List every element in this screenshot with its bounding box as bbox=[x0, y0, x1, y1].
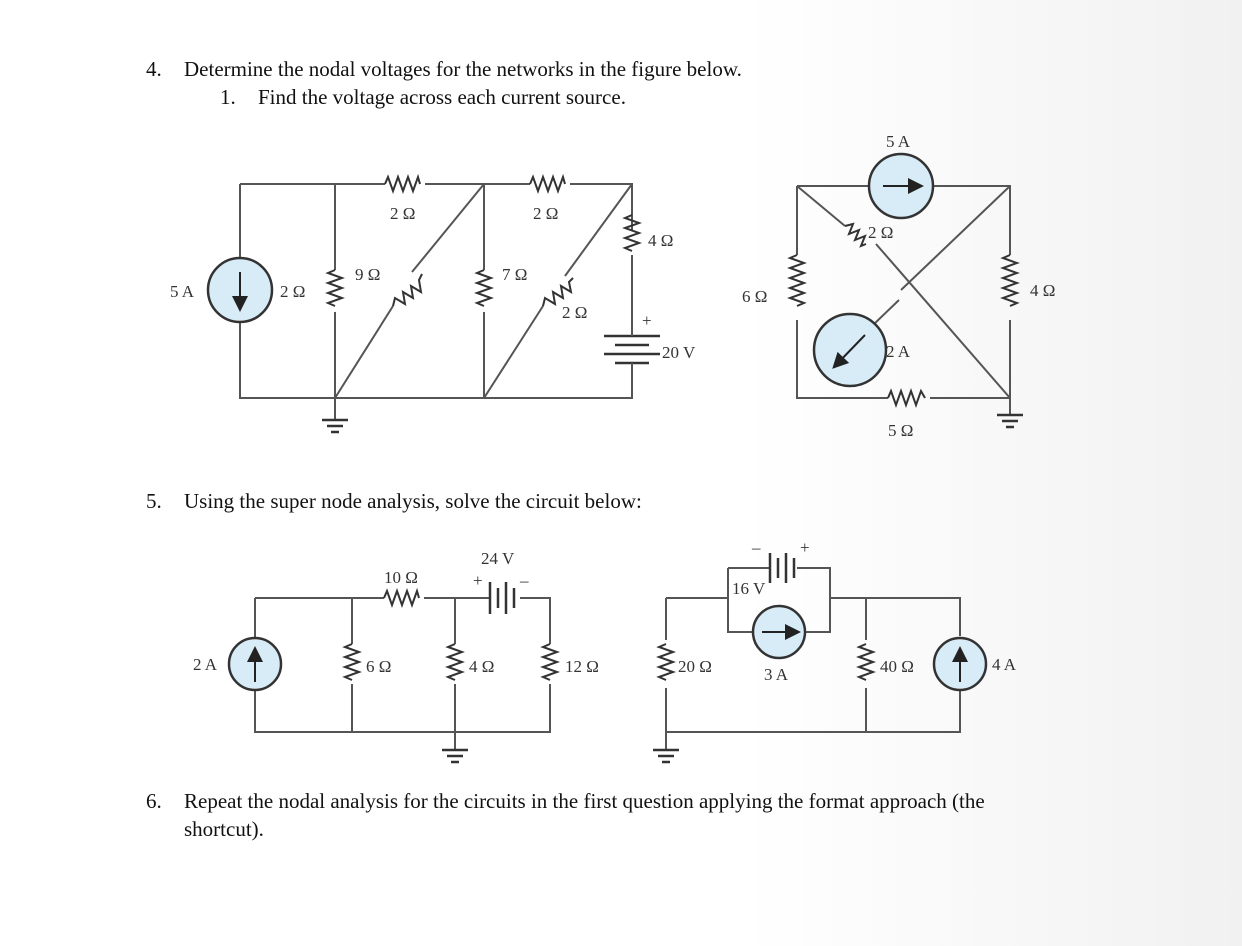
question-4-subitem: 1. Find the voltage across each current … bbox=[220, 83, 1020, 113]
question-number: 5. bbox=[146, 489, 162, 513]
polarity-minus: – bbox=[751, 538, 761, 557]
resistor-label: 2 Ω bbox=[868, 223, 893, 242]
question-number: 6. bbox=[146, 789, 162, 813]
question-number: 4. bbox=[146, 57, 162, 81]
question-6: 6. Repeat the nodal analysis for the cir… bbox=[146, 787, 1146, 847]
arrow-down-left-icon bbox=[832, 334, 866, 369]
resistor-label: 9 Ω bbox=[355, 265, 380, 284]
subitem-number: 1. bbox=[220, 85, 236, 109]
resistor-label: 20 Ω bbox=[678, 657, 712, 676]
circuit-d: 20 Ω 16 V + – 3 A 40 Ω 4 A bbox=[653, 538, 1017, 764]
resistor-left-2ohm bbox=[325, 269, 345, 307]
resistor-4ohm bbox=[445, 643, 465, 681]
resistor-left-6ohm bbox=[787, 254, 807, 307]
source-label: 2 A bbox=[886, 342, 911, 361]
wire bbox=[254, 597, 551, 733]
source-label: 5 A bbox=[170, 282, 195, 301]
question-4: 4. Determine the nodal voltages for the … bbox=[146, 55, 1046, 115]
resistor-6ohm bbox=[342, 643, 362, 681]
wire bbox=[665, 597, 961, 750]
resistor-label: 4 Ω bbox=[1030, 281, 1055, 300]
question-text: Determine the nodal voltages for the net… bbox=[184, 57, 742, 81]
question-text: Using the super node analysis, solve the… bbox=[184, 489, 642, 513]
resistor-20ohm bbox=[656, 643, 676, 681]
resistor-label: 40 Ω bbox=[880, 657, 914, 676]
resistor-top-2 bbox=[529, 173, 566, 194]
resistor-label: 2 Ω bbox=[280, 282, 305, 301]
source-label: 4 A bbox=[992, 655, 1017, 674]
resistor-label: 10 Ω bbox=[384, 568, 418, 587]
battery-label: 16 V bbox=[732, 579, 766, 598]
circuit-a: 5 A 2 Ω 2 Ω 2 Ω 9 Ω 7 Ω 2 Ω 4 Ω 20 V + bbox=[170, 173, 696, 434]
battery-20v bbox=[604, 310, 660, 375]
circuit-b: 5 A 6 Ω 2 Ω 4 Ω 2 A 5 Ω bbox=[742, 132, 1055, 440]
wire bbox=[334, 183, 633, 399]
wire bbox=[727, 567, 867, 732]
source-label: 2 A bbox=[193, 655, 218, 674]
circuit-c: 2 A 10 Ω 24 V + – 6 Ω 4 Ω 12 Ω bbox=[193, 549, 599, 764]
source-label: 5 A bbox=[886, 132, 911, 151]
ground-symbol bbox=[322, 418, 348, 434]
resistor-diag-2ohm bbox=[542, 277, 574, 307]
resistor-label: 2 Ω bbox=[562, 303, 587, 322]
resistor-right-4ohm bbox=[622, 214, 642, 252]
ground-symbol bbox=[653, 748, 679, 764]
subitem-text: Find the voltage across each current sou… bbox=[258, 85, 626, 109]
resistor-label: 12 Ω bbox=[565, 657, 599, 676]
resistor-diag-9ohm bbox=[392, 273, 423, 307]
question-text-line2: shortcut). bbox=[184, 817, 264, 841]
resistor-label: 6 Ω bbox=[366, 657, 391, 676]
resistor-label: 5 Ω bbox=[888, 421, 913, 440]
wire bbox=[351, 598, 456, 750]
resistor-top-10ohm bbox=[383, 587, 420, 608]
battery-label: 24 V bbox=[481, 549, 515, 568]
resistor-right-4ohm bbox=[1000, 254, 1020, 307]
question-5: 5. Using the super node analysis, solve … bbox=[146, 487, 1046, 517]
wire bbox=[334, 184, 485, 420]
resistor-top-1 bbox=[384, 173, 421, 194]
resistor-label: 4 Ω bbox=[469, 657, 494, 676]
polarity-plus: + bbox=[473, 571, 483, 590]
polarity-minus: – bbox=[519, 571, 529, 590]
question-text-line1: Repeat the nodal analysis for the circui… bbox=[184, 789, 985, 813]
polarity-plus: + bbox=[642, 311, 652, 330]
resistor-bottom-5ohm bbox=[887, 388, 926, 408]
resistor-label: 4 Ω bbox=[648, 231, 673, 250]
resistor-diag-2ohm bbox=[844, 222, 867, 248]
battery-label: 20 V bbox=[662, 343, 696, 362]
battery-16v bbox=[768, 553, 796, 583]
polarity-plus: + bbox=[800, 538, 810, 557]
resistor-label: 6 Ω bbox=[742, 287, 767, 306]
resistor-label: 2 Ω bbox=[533, 204, 558, 223]
resistor-label: 7 Ω bbox=[502, 265, 527, 284]
ground-symbol bbox=[997, 413, 1023, 429]
resistor-middle bbox=[474, 269, 494, 307]
wire bbox=[796, 185, 1011, 415]
battery-24v bbox=[488, 582, 516, 614]
ground-symbol bbox=[442, 748, 468, 764]
resistor-label: 2 Ω bbox=[390, 204, 415, 223]
resistor-12ohm bbox=[540, 643, 560, 681]
resistor-40ohm bbox=[856, 643, 876, 681]
source-label: 3 A bbox=[764, 665, 789, 684]
